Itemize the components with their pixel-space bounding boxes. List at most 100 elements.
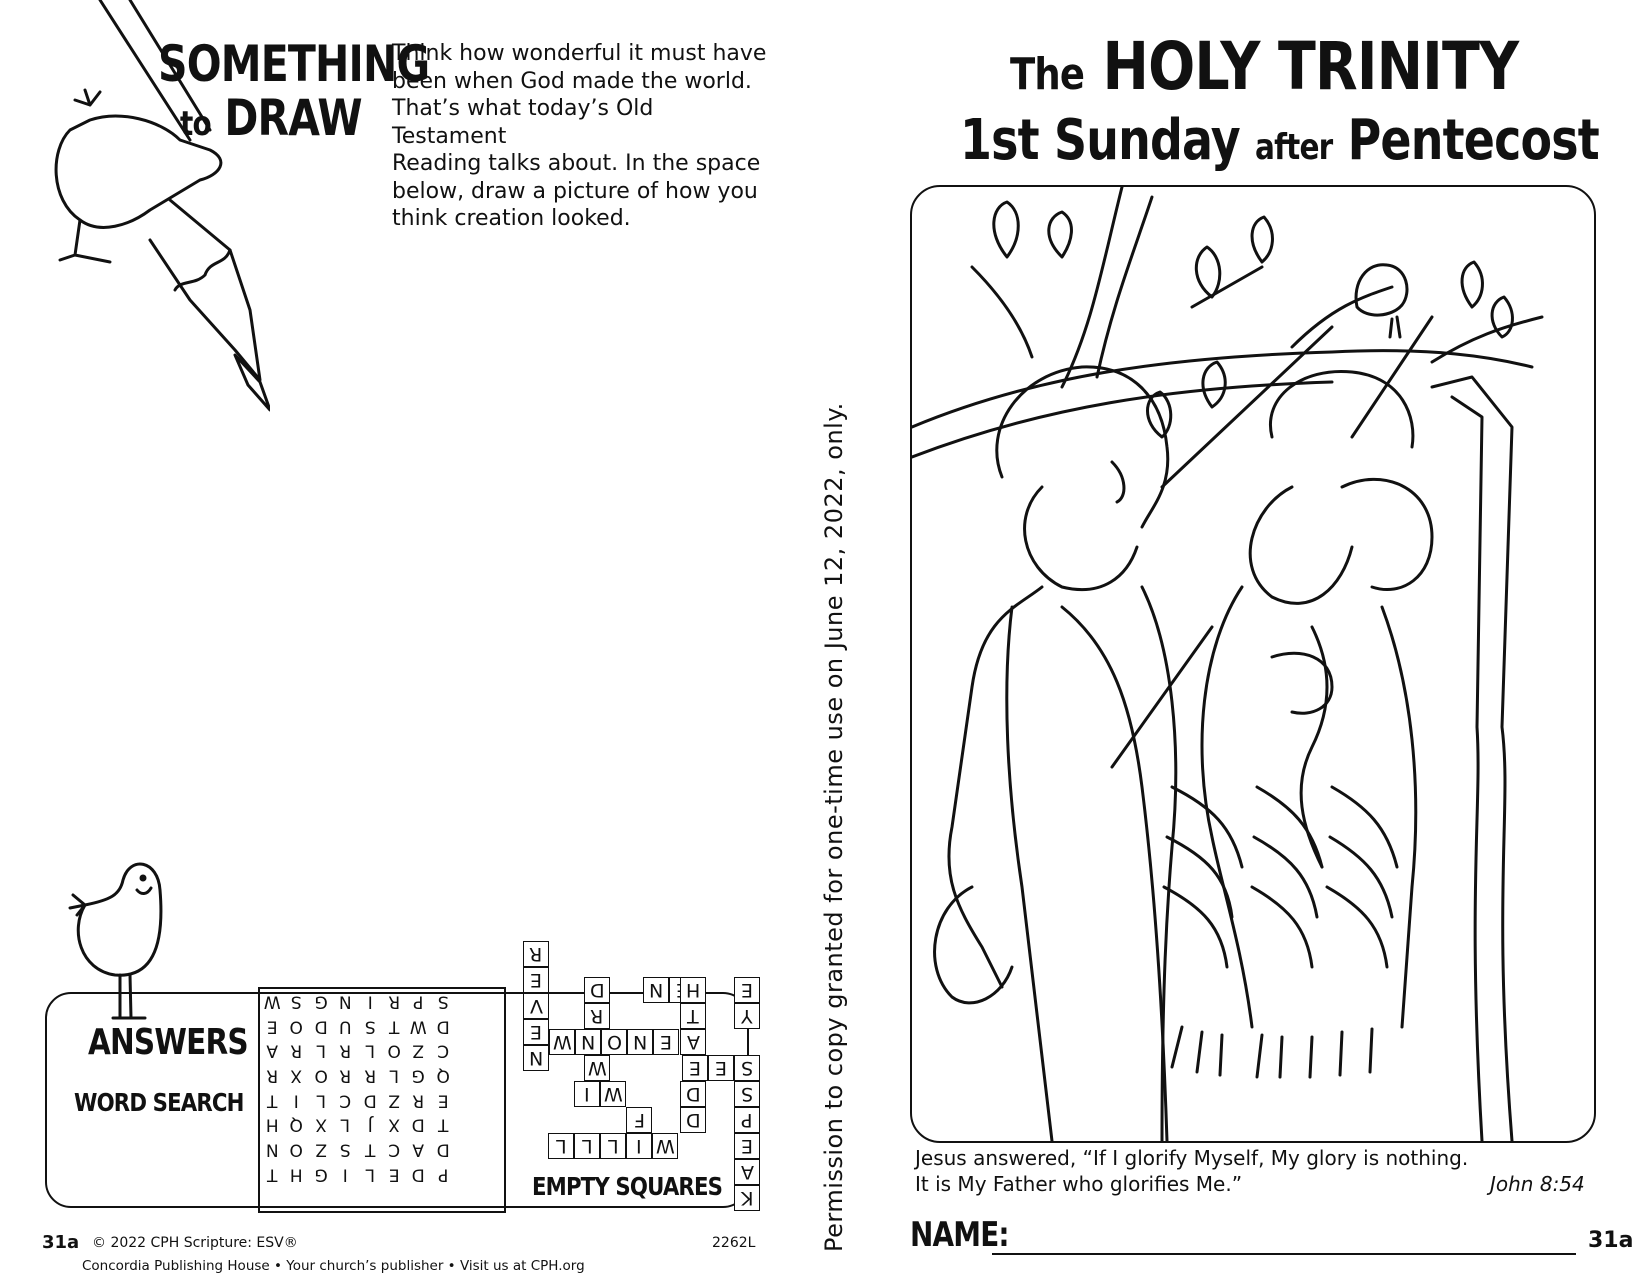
- word-search-letter: T: [364, 1139, 375, 1160]
- crossword-letter: D: [589, 979, 605, 1001]
- crossword-letter: F: [633, 1109, 645, 1131]
- word-search-letter: G: [412, 1065, 426, 1086]
- word-search-letter: C: [388, 1139, 401, 1160]
- crossword-cell: Y: [734, 1003, 760, 1029]
- word-search-letter: E: [388, 1164, 400, 1184]
- crossword-letter: P: [741, 1109, 753, 1131]
- crossword-cell: E: [653, 1029, 679, 1055]
- word-search-letter: O: [289, 1016, 304, 1036]
- word-search-letter: I: [294, 1090, 300, 1110]
- subtitle-pentecost: Pentecost: [1347, 108, 1600, 173]
- crossword-letter: A: [740, 1161, 754, 1183]
- crossword-letter: N: [528, 1047, 544, 1069]
- word-search-letter: [333, 1186, 357, 1211]
- word-search-letter: [260, 1186, 284, 1211]
- word-search-letter: D: [412, 1114, 426, 1135]
- word-search-letter: R: [266, 1065, 279, 1086]
- crossword-cell: R: [584, 1003, 610, 1029]
- activity-instructions: Think how wonderful it must have been wh…: [392, 40, 772, 233]
- crossword-letter: E: [740, 979, 753, 1001]
- jesus-and-disciples-drawing: [912, 187, 1544, 1141]
- activity-title-draw: DRAW: [224, 89, 362, 147]
- word-search-letter: Z: [388, 1090, 401, 1110]
- word-search-letter: [455, 1014, 479, 1039]
- footer-copyright: © 2022 CPH Scripture: ESV®: [92, 1235, 298, 1251]
- word-search-letter: L: [316, 1090, 326, 1110]
- word-search-letter: [480, 989, 504, 1014]
- crossword-cell: R: [523, 941, 549, 967]
- crossword-letter: K: [740, 1187, 754, 1209]
- crossword-cell: D: [680, 1107, 706, 1133]
- permission-notice: Permission to copy granted for one-time …: [820, 402, 848, 1252]
- crossword-letter: W: [655, 1135, 675, 1157]
- hand-with-pencil-illustration: [54, 0, 270, 412]
- crossword-cell: E: [734, 1133, 760, 1159]
- word-search-letter: P: [413, 991, 424, 1012]
- crossword-letter: E: [529, 1021, 542, 1043]
- word-search-letter: X: [388, 1114, 401, 1135]
- crossword-letter: W: [587, 1057, 607, 1079]
- crossword-letter: S: [740, 1057, 754, 1079]
- crossword-letter: E: [659, 1031, 672, 1053]
- word-search-letter: [480, 1038, 504, 1063]
- crossword-cell: E: [734, 977, 760, 1003]
- crossword-cell: V: [523, 993, 549, 1019]
- crossword-cell: W: [584, 1055, 610, 1081]
- crossword-letter: L: [581, 1135, 593, 1157]
- crossword-letter: R: [590, 1005, 604, 1027]
- crossword-letter: I: [584, 1083, 590, 1105]
- word-search-letter: W: [410, 1016, 427, 1036]
- activity-title-line2: to DRAW: [180, 89, 363, 150]
- word-search-letter: [455, 1137, 479, 1162]
- word-search-letter: T: [389, 1016, 400, 1036]
- name-write-line[interactable]: [992, 1253, 1576, 1255]
- crossword-cell: W: [549, 1029, 575, 1055]
- crossword-letter: D: [685, 1109, 701, 1131]
- word-search-letter: S: [340, 1139, 351, 1160]
- sunday-subtitle: 1st Sunday after Pentecost: [960, 108, 1600, 181]
- word-search-letter: [358, 1186, 382, 1211]
- instruction-line: think creation looked.: [392, 206, 631, 231]
- word-search-letter: L: [365, 1164, 375, 1184]
- crossword-letter: N: [580, 1031, 596, 1053]
- word-search-letter: G: [314, 1164, 328, 1184]
- word-search-letter: [455, 1112, 479, 1137]
- word-search-letter: T: [267, 1164, 278, 1184]
- crossword-letter: L: [607, 1135, 619, 1157]
- name-label: NAME:: [910, 1215, 1010, 1255]
- crossword-cell: D: [584, 977, 610, 1003]
- word-search-letter: C: [437, 1040, 449, 1061]
- instruction-line: been when God made the world.: [392, 68, 752, 94]
- word-search-letter: G: [314, 991, 328, 1012]
- crossword-cell: W: [600, 1081, 626, 1107]
- word-search-letter: J: [367, 1114, 373, 1135]
- word-search-letter: [455, 1038, 479, 1063]
- word-search-letter: L: [316, 1040, 326, 1061]
- footer-publisher: Concordia Publishing House • Your church…: [82, 1258, 585, 1274]
- word-search-letter: Q: [289, 1114, 304, 1135]
- crossword-cell: E: [523, 1019, 549, 1045]
- word-search-label: WORD SEARCH: [74, 1088, 244, 1117]
- crossword-letter: N: [632, 1031, 648, 1053]
- word-search-letter: S: [364, 1016, 376, 1036]
- word-search-letter: [480, 1162, 504, 1187]
- word-search-letter: X: [290, 1065, 303, 1086]
- verse-line-2: It is My Father who glorifies Me.”: [915, 1172, 1243, 1196]
- crossword-cell: L: [548, 1133, 574, 1159]
- crossword-cell: L: [600, 1133, 626, 1159]
- right-page-number: 31a: [1588, 1228, 1634, 1253]
- crossword-cell: L: [574, 1133, 600, 1159]
- crossword-letter: V: [529, 995, 543, 1017]
- footer-product-code: 2262L: [712, 1235, 756, 1251]
- word-search-letter: E: [266, 1016, 278, 1036]
- crossword-letter: E: [688, 1057, 701, 1079]
- crossword-letter: D: [685, 1083, 701, 1105]
- word-search-letter: R: [290, 1040, 303, 1061]
- crossword-cell: K: [734, 1185, 760, 1211]
- word-search-letter: H: [265, 1114, 279, 1135]
- word-search-letter: X: [315, 1114, 327, 1135]
- empty-squares-label: EMPTY SQUARES: [532, 1172, 723, 1201]
- word-search-letter: S: [291, 991, 302, 1012]
- word-search-letter: [480, 1137, 504, 1162]
